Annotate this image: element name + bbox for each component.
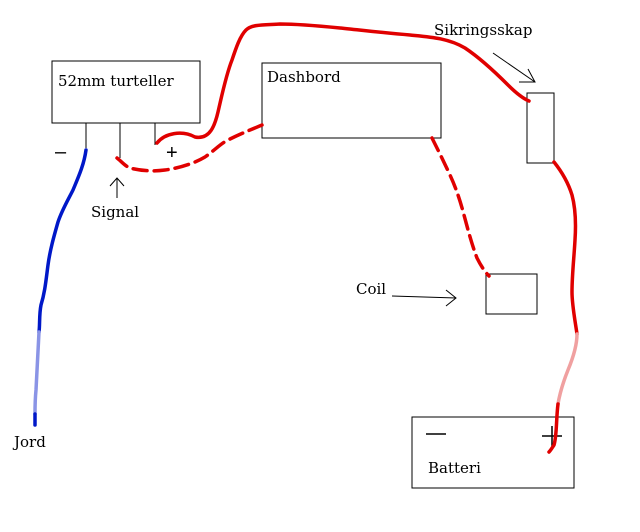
- fuse-arrowhead-icon: [519, 68, 536, 83]
- ground-wire: [37, 148, 88, 334]
- power-wire-battery: [552, 160, 579, 336]
- battery-label: Batteri: [428, 459, 481, 477]
- signal-wire: [115, 123, 264, 173]
- tach-plus-sign: +: [166, 142, 178, 164]
- power-wire-fuse: [155, 22, 531, 145]
- ground-wire-light: [33, 330, 41, 416]
- coil-box: [485, 273, 538, 315]
- power-wire-battery-light: [556, 332, 579, 406]
- coil-wire: [430, 136, 491, 278]
- battery-box: [411, 416, 575, 489]
- fuse-label: Sikringsskap: [434, 21, 532, 39]
- ground-label: Jord: [12, 433, 46, 451]
- signal-label: Signal: [91, 203, 139, 221]
- dashboard-box: [261, 62, 442, 139]
- coil-arrow-icon: [391, 295, 457, 299]
- coil-arrowhead-icon: [445, 289, 457, 307]
- dashboard-label: Dashbord: [267, 68, 341, 86]
- tach-minus-sign: –: [55, 141, 67, 163]
- fuse-box: [526, 92, 555, 164]
- power-wire-battery-end: [547, 402, 560, 454]
- tach-label: 52mm turteller: [58, 72, 175, 90]
- coil-label: Coil: [356, 280, 386, 298]
- signal-arrowhead-icon: [109, 177, 125, 187]
- tach-box: [51, 60, 201, 124]
- fuse-arrow-icon: [492, 52, 536, 83]
